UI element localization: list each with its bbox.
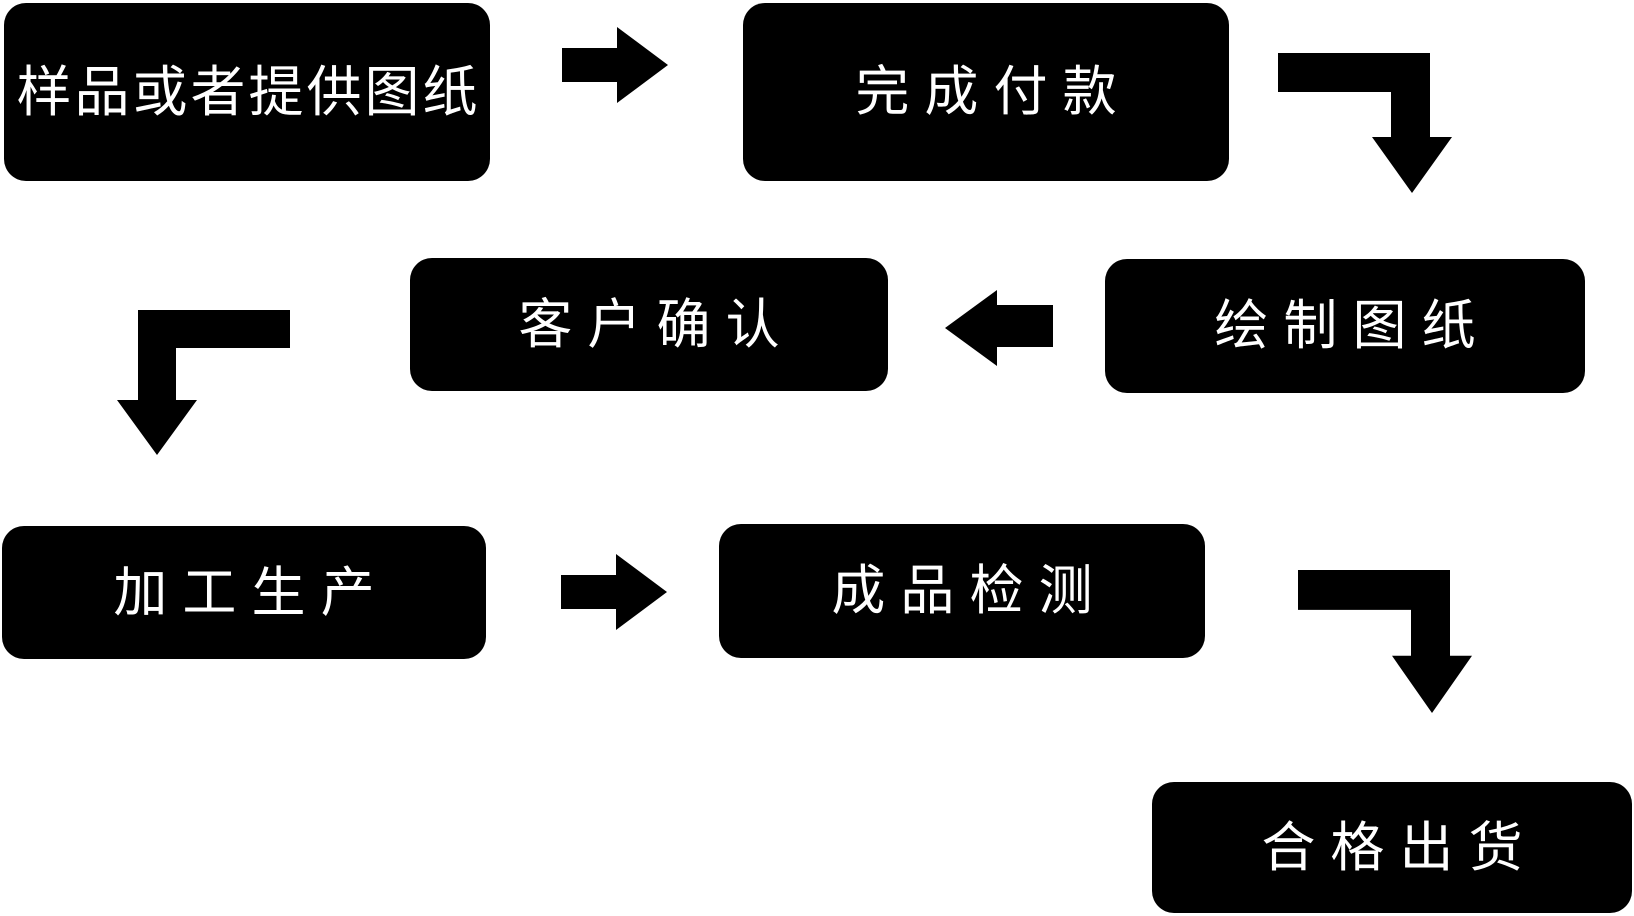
node-complete-payment: 完成付款	[743, 3, 1229, 181]
node-processing-production: 加工生产	[2, 526, 486, 659]
node-label: 成品检测	[831, 561, 1108, 621]
node-label: 合格出货	[1261, 817, 1538, 878]
node-finished-product-inspection: 成品检测	[719, 524, 1205, 658]
node-qualified-shipment: 合格出货	[1152, 782, 1632, 913]
node-label: 绘制图纸	[1214, 296, 1491, 356]
node-sample-or-provide-drawings: 样品或者提供图纸	[4, 3, 490, 181]
node-label: 样品或者提供图纸	[16, 60, 481, 123]
right-arrow-icon	[562, 27, 668, 103]
right-arrow-icon	[561, 554, 667, 630]
elbow-right-down-arrow-icon	[1278, 53, 1452, 193]
node-customer-confirmation: 客户确认	[410, 258, 888, 391]
node-draw-drawings: 绘制图纸	[1105, 259, 1585, 393]
left-arrow-icon	[945, 290, 1053, 366]
node-label: 客户确认	[518, 294, 795, 355]
node-label: 完成付款	[855, 62, 1132, 122]
elbow-right-down-arrow-icon	[1298, 570, 1472, 713]
elbow-left-down-arrow-icon	[117, 310, 290, 455]
node-label: 加工生产	[113, 562, 390, 623]
